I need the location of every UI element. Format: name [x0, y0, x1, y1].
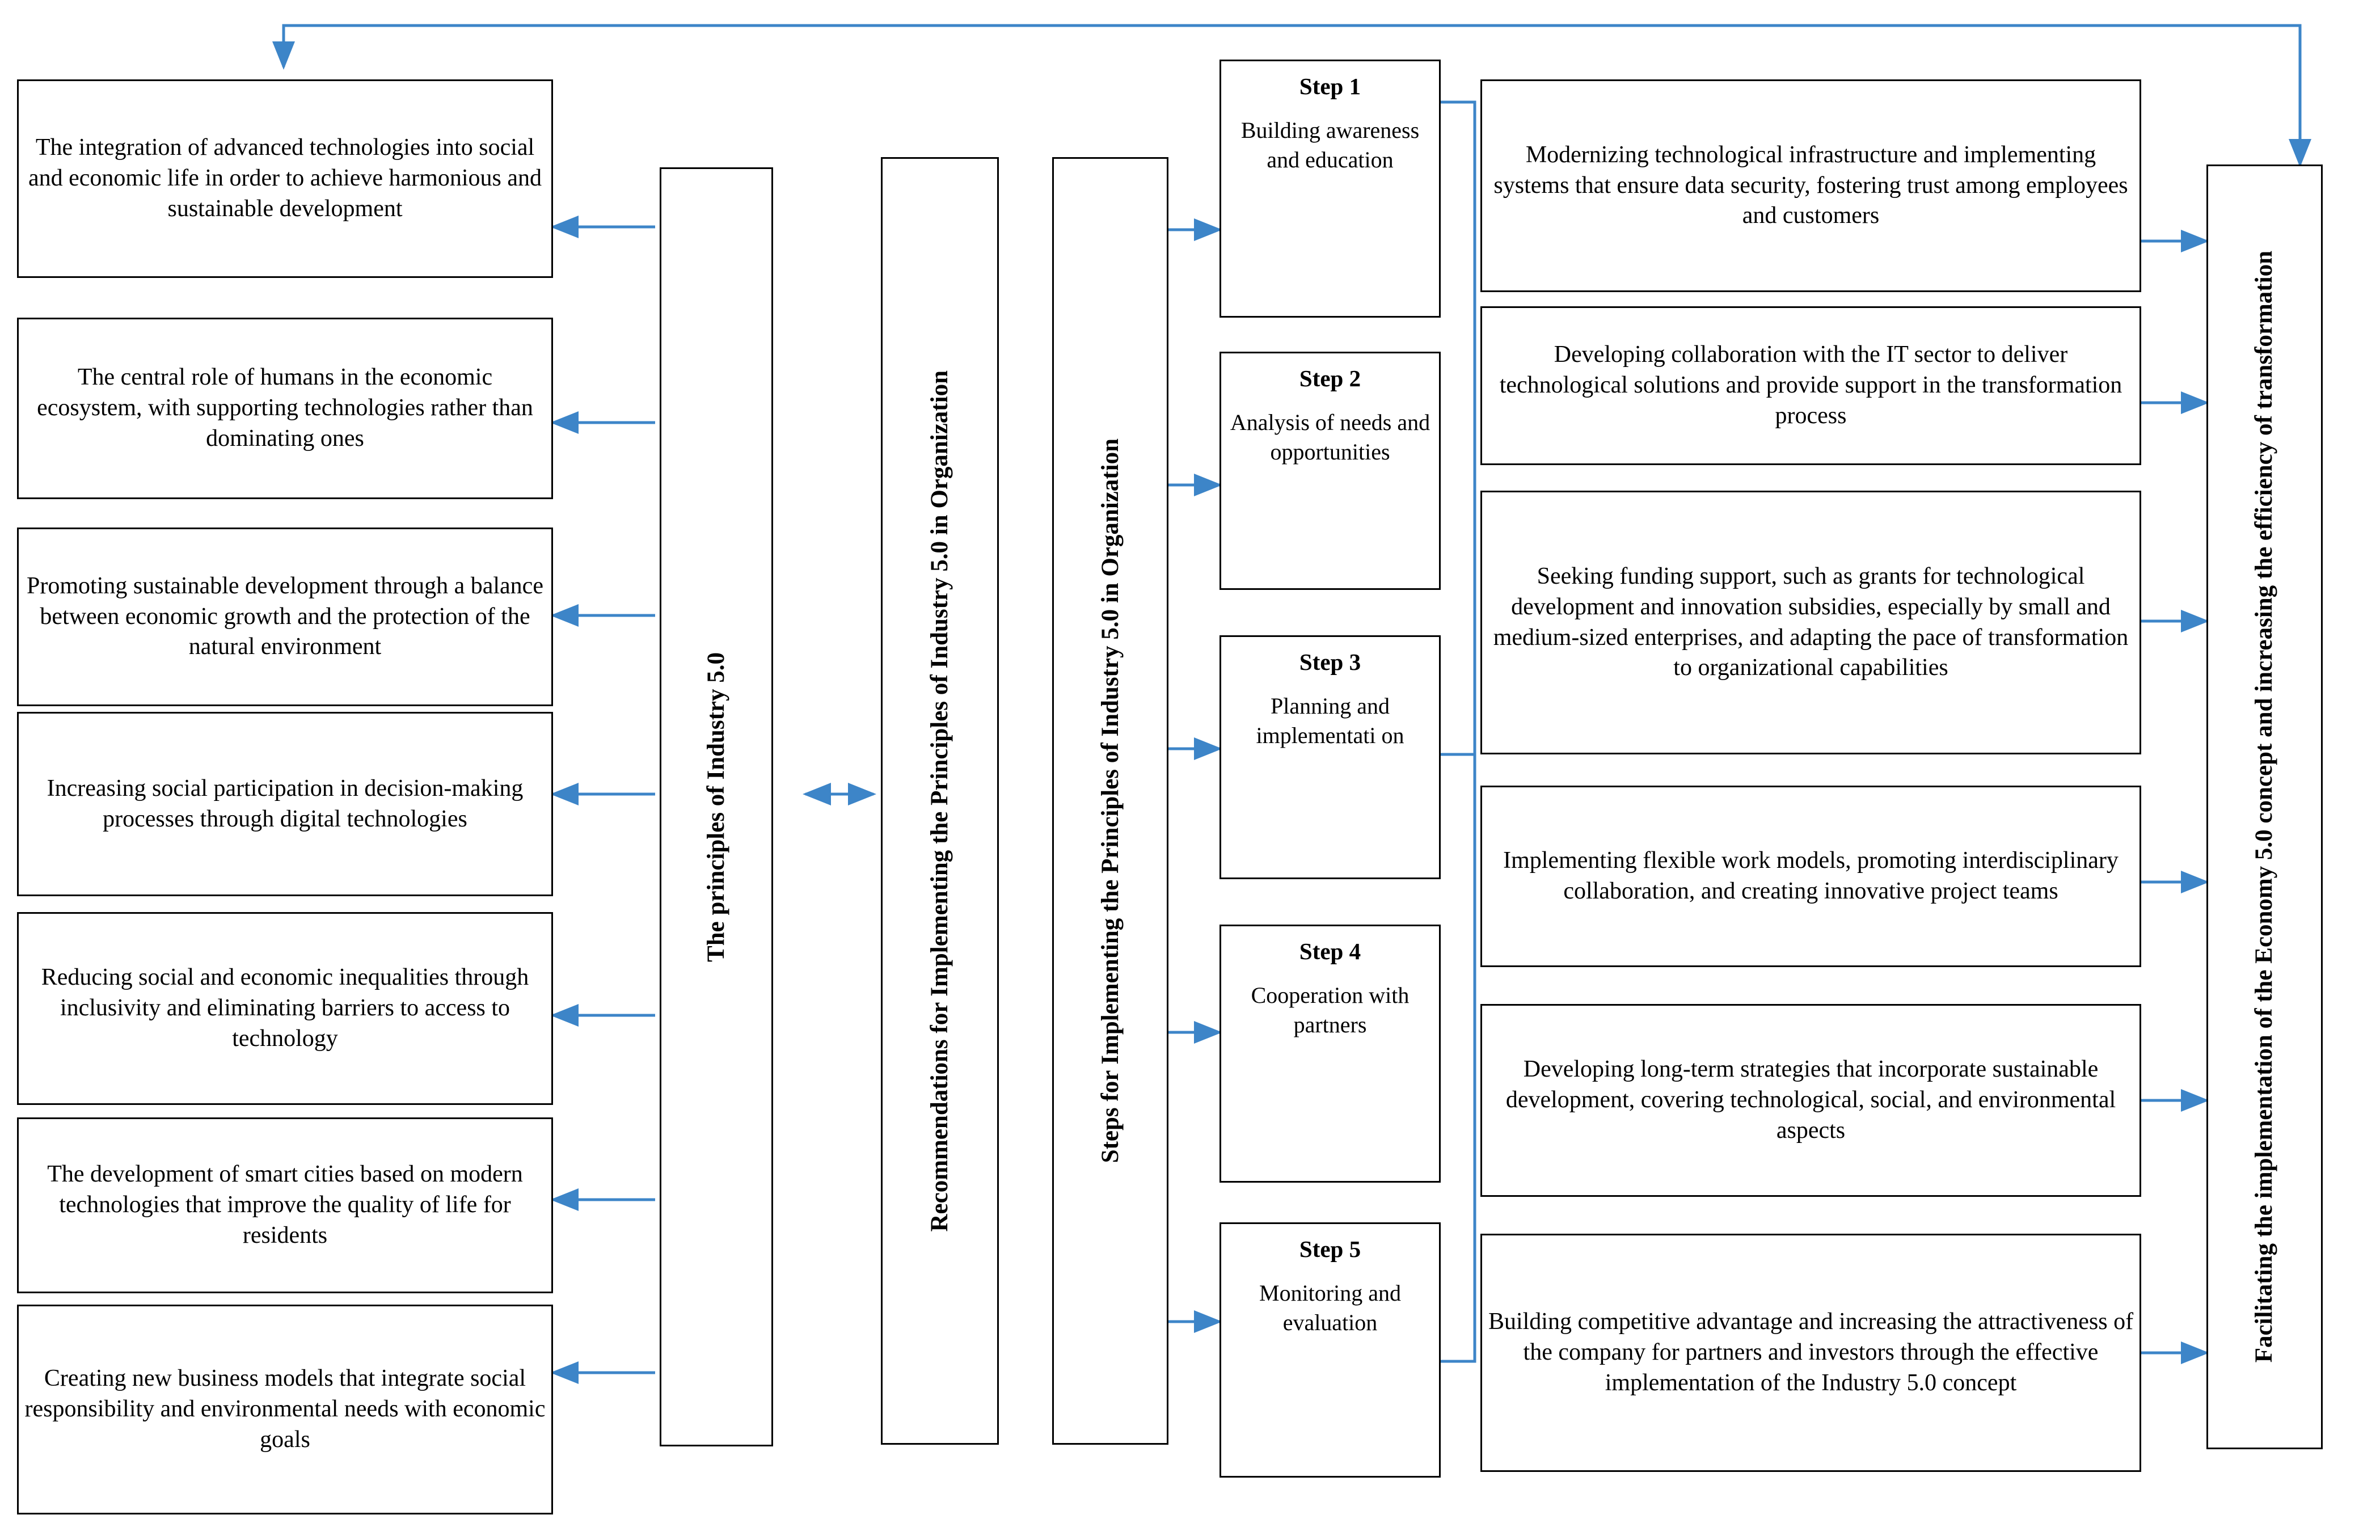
principle-text: The central role of humans in the econom…	[37, 364, 533, 452]
recommendations-header-column: Recommendations for Implementing the Pri…	[881, 157, 999, 1445]
principle-text: Reducing social and economic inequalitie…	[41, 964, 529, 1052]
principle-text: The integration of advanced technologies…	[28, 134, 542, 222]
step-text: Analysis of needs and opportunities	[1230, 410, 1430, 465]
step-title: Step 3	[1299, 649, 1361, 675]
recommendation-text: Building competitive advantage and incre…	[1488, 1309, 2134, 1396]
principle-text: Promoting sustainable development throug…	[27, 572, 543, 660]
principle-text: The development of smart cities based on…	[47, 1161, 523, 1248]
recommendations-header-text: Recommendations for Implementing the Pri…	[926, 370, 953, 1232]
recommendation-box-4: Implementing flexible work models, promo…	[1480, 786, 2141, 967]
recommendation-box-5: Developing long-term strategies that inc…	[1480, 1004, 2141, 1197]
principle-text: Creating new business models that integr…	[24, 1365, 546, 1453]
principle-box-2: The central role of humans in the econom…	[17, 318, 553, 499]
step-text: Monitoring and evaluation	[1259, 1280, 1401, 1335]
step-box-3: Step 3 Planning and implementati on	[1219, 635, 1441, 879]
principle-box-5: Reducing social and economic inequalitie…	[17, 912, 553, 1105]
step-text: Building awareness and education	[1240, 117, 1420, 172]
step-text: Planning and implementati on	[1256, 693, 1404, 748]
step-title: Step 1	[1299, 73, 1361, 99]
principle-box-6: The development of smart cities based on…	[17, 1117, 553, 1293]
principle-box-1: The integration of advanced technologies…	[17, 79, 553, 278]
principle-box-3: Promoting sustainable development throug…	[17, 528, 553, 706]
principle-box-4: Increasing social participation in decis…	[17, 712, 553, 896]
step-title: Step 4	[1299, 938, 1361, 964]
outcome-text: Facilitating the implementation of the E…	[2251, 251, 2278, 1363]
step-box-5: Step 5 Monitoring and evaluation	[1219, 1222, 1441, 1478]
recommendation-box-2: Developing collaboration with the IT sec…	[1480, 306, 2141, 465]
principle-text: Increasing social participation in decis…	[47, 775, 524, 832]
steps-header-column: Steps for Implementing the Principles of…	[1052, 157, 1168, 1445]
step-title: Step 5	[1299, 1236, 1361, 1262]
recommendation-box-6: Building competitive advantage and incre…	[1480, 1234, 2141, 1472]
principles-header-column: The principles of Industry 5.0	[660, 167, 773, 1446]
recommendation-text: Implementing flexible work models, promo…	[1503, 847, 2119, 904]
recommendation-text: Developing long-term strategies that inc…	[1505, 1056, 2116, 1144]
step-title: Step 2	[1299, 365, 1361, 391]
principle-box-7: Creating new business models that integr…	[17, 1305, 553, 1514]
outcome-column: Facilitating the implementation of the E…	[2206, 164, 2323, 1449]
recommendation-text: Seeking funding support, such as grants …	[1493, 563, 2129, 681]
step-text: Cooperation with partners	[1251, 982, 1410, 1037]
recommendation-text: Modernizing technological infrastructure…	[1493, 141, 2128, 229]
principles-header-text: The principles of Industry 5.0	[703, 652, 730, 962]
step-box-1: Step 1 Building awareness and education	[1219, 60, 1441, 318]
step-box-2: Step 2 Analysis of needs and opportuniti…	[1219, 352, 1441, 590]
steps-header-text: Steps for Implementing the Principles of…	[1096, 438, 1124, 1163]
step-box-4: Step 4 Cooperation with partners	[1219, 925, 1441, 1183]
recommendation-text: Developing collaboration with the IT sec…	[1499, 341, 2122, 429]
recommendation-box-3: Seeking funding support, such as grants …	[1480, 491, 2141, 754]
recommendation-box-1: Modernizing technological infrastructure…	[1480, 79, 2141, 292]
